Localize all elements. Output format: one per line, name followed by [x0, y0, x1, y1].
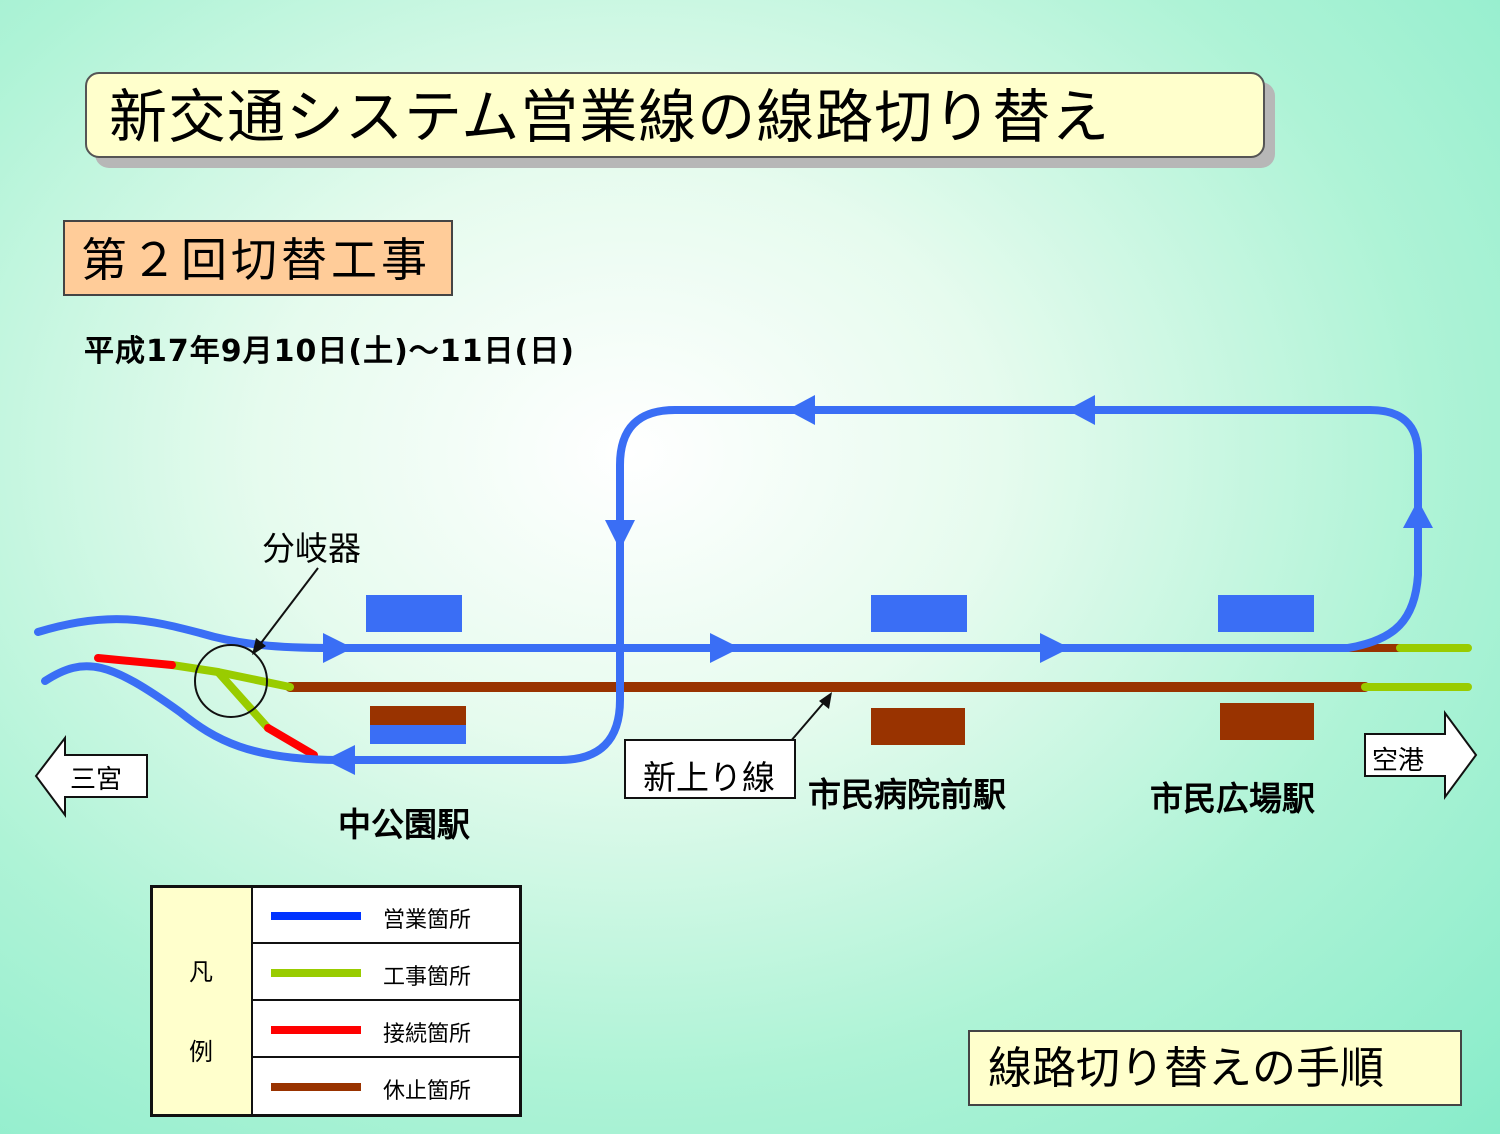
legend-swatch-construction	[271, 969, 361, 977]
legend-label-suspended: 休止箇所	[383, 1079, 472, 1104]
direction-arrow-8	[325, 745, 355, 775]
airport-label: 空港	[1372, 746, 1425, 776]
new-up-line-pointer	[789, 699, 827, 743]
legend-title-char-2: 例	[189, 1038, 213, 1066]
station-label-nakakouen: 中公園駅	[338, 805, 470, 844]
construction-track-junction-diagonal	[214, 668, 272, 732]
platform-shimin-byouin-lower	[871, 708, 965, 745]
sannomiya-label: 三宮	[70, 765, 123, 795]
platform-shimin-hiroba-upper	[1218, 595, 1314, 632]
legend-item-connection: 接続箇所	[253, 1002, 519, 1058]
platform-nakakouen-upper	[366, 595, 462, 632]
phase-title: 第２回切替工事	[63, 220, 453, 296]
junction-pointer-head	[252, 638, 266, 655]
operating-track-loop	[34, 406, 1422, 764]
legend-item-construction: 工事箇所	[253, 945, 519, 1001]
legend-swatch-suspended	[271, 1083, 361, 1091]
legend-swatch-connection	[271, 1026, 361, 1034]
legend-label-operating: 営業箇所	[383, 908, 472, 933]
junction-label: 分岐器	[262, 529, 361, 568]
direction-arrow-5	[1067, 395, 1095, 425]
legend: 凡 例 営業箇所 工事箇所 接続箇所 休止箇所	[150, 885, 522, 1117]
station-label-shimin-hiroba: 市民広場駅	[1150, 779, 1315, 818]
new-up-line-label-box	[624, 739, 796, 799]
procedure-button[interactable]: 線路切り替えの手順	[968, 1030, 1462, 1106]
legend-title: 凡 例	[153, 888, 253, 1114]
legend-label-construction: 工事箇所	[383, 965, 472, 990]
legend-label-connection: 接続箇所	[383, 1022, 472, 1047]
new-up-line-label: 新上り線	[643, 758, 775, 797]
station-label-shimin-byouin-mae: 市民病院前駅	[808, 775, 1006, 814]
page-title: 新交通システム営業線の線路切り替え	[85, 72, 1265, 158]
construction-date: 平成17年9月10日(土)～11日(日)	[84, 334, 575, 369]
junction-circle	[194, 644, 268, 718]
connection-track-diagonal	[264, 724, 318, 759]
sannomiya-direction-arrow	[34, 735, 148, 819]
direction-arrow-2	[710, 633, 740, 663]
direction-arrow-4	[1403, 500, 1433, 528]
legend-item-operating: 営業箇所	[253, 888, 519, 944]
new-up-line-pointer-head	[819, 692, 832, 709]
platform-nakakouen-lower-suspended	[370, 706, 466, 725]
direction-arrow-3	[1040, 633, 1070, 663]
legend-title-char-1: 凡	[189, 958, 213, 986]
legend-swatch-operating	[271, 912, 361, 920]
platform-shimin-hiroba-lower	[1220, 703, 1314, 740]
platform-shimin-byouin-upper	[871, 595, 967, 632]
platform-nakakouen-lower-operating	[370, 725, 466, 744]
direction-arrow-6	[787, 395, 815, 425]
airport-direction-arrow	[1364, 709, 1478, 801]
legend-item-suspended: 休止箇所	[253, 1059, 519, 1115]
junction-pointer	[257, 567, 319, 648]
direction-arrow-1	[323, 633, 353, 663]
direction-arrow-7	[605, 520, 635, 550]
connection-track-left	[94, 654, 176, 669]
